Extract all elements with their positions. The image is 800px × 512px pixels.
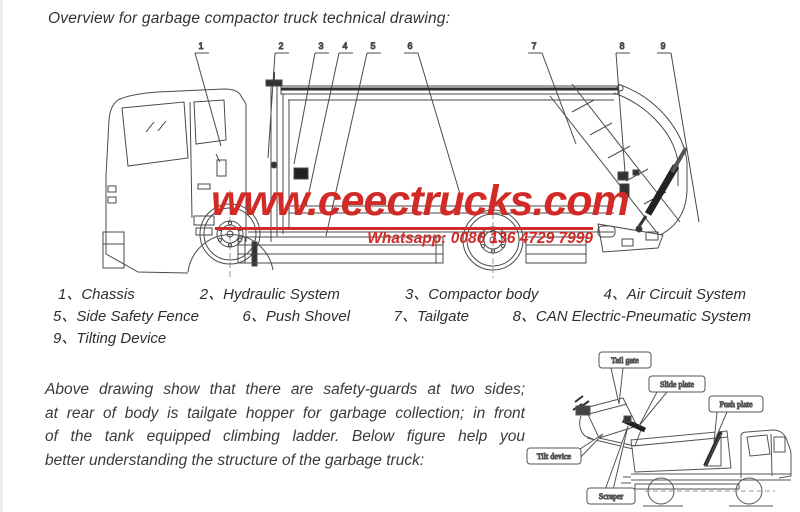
watermark-underline xyxy=(215,227,593,230)
callout-number: 3 xyxy=(318,41,323,51)
callout-number: 4 xyxy=(342,41,347,51)
label-text: Tail gate xyxy=(611,356,639,365)
watermark-website: www.ceectrucks.com xyxy=(211,177,630,225)
page-title: Overview for garbage compactor truck tec… xyxy=(48,10,451,27)
paragraph-line: at rear of body is tailgate hopper for g… xyxy=(45,404,525,422)
callout-7: 7 xyxy=(528,41,577,145)
legend-row-1: 1、Chassis 2、Hydraulic System 3、Compactor… xyxy=(58,283,746,304)
legend-item-push-shovel: 6、Push Shovel xyxy=(242,308,351,325)
callout-1: 1 xyxy=(194,41,222,147)
legend-item-hydraulic-system: 2、Hydraulic System xyxy=(199,286,340,303)
legend-item-can-system: 8、CAN Electric-Pneumatic System xyxy=(512,308,751,325)
can-electric-pneumatic-box xyxy=(617,169,640,198)
label-tilt-device: Tilt device xyxy=(526,433,604,465)
legend-item-compactor-body: 3、Compactor body xyxy=(404,286,539,303)
callout-number: 7 xyxy=(531,41,536,51)
callout-number: 9 xyxy=(660,41,665,51)
callout-4: 4 xyxy=(305,41,353,207)
label-scraper: Scraper xyxy=(586,425,636,505)
label-slide-plate: Slide plate xyxy=(638,375,706,427)
callout-9: 9 xyxy=(657,41,700,223)
legend-item-chassis: 1、Chassis xyxy=(58,286,135,303)
small-tilted-tailgate xyxy=(572,395,647,450)
legend-item-tailgate: 7、Tailgate xyxy=(393,308,469,325)
paragraph-line: Above drawing show that there are safety… xyxy=(45,381,525,398)
tilting-device xyxy=(635,146,688,233)
callout-number: 2 xyxy=(278,41,283,51)
label-text: Tilt device xyxy=(537,452,572,461)
front-wheel xyxy=(199,203,261,265)
callout-number: 8 xyxy=(619,41,624,51)
legend-item-tilting-device: 9、Tilting Device xyxy=(53,330,167,347)
small-truck xyxy=(621,429,792,507)
tailgate-structure-diagram: Tail gate Slide plate Push plate Tilt de… xyxy=(526,351,792,507)
legend-row-2: 5、Side Safety Fence 6、Push Shovel 7、Tail… xyxy=(53,305,751,326)
label-text: Push plate xyxy=(719,400,753,409)
watermark-whatsapp: Whatsapp: 0086 136 4729 7999 xyxy=(367,230,593,247)
callout-number: 1 xyxy=(198,41,203,51)
label-push-plate: Push plate xyxy=(708,395,764,443)
legend-item-air-circuit-system: 4、Air Circuit System xyxy=(603,286,746,303)
main-technical-drawing: 1 2 3 4 5 6 7 xyxy=(102,41,700,280)
callout-8: 8 xyxy=(615,41,630,173)
side-safety-fence xyxy=(237,231,614,264)
legend-item-side-safety-fence: 5、Side Safety Fence xyxy=(53,308,199,325)
label-text: Slide plate xyxy=(660,380,694,389)
callout-number: 6 xyxy=(407,41,412,51)
label-tail-gate: Tail gate xyxy=(598,351,652,405)
paragraph-line: of the tank equipped climbing ladder. Be… xyxy=(45,428,525,445)
callout-6: 6 xyxy=(404,41,461,195)
paragraph-line: better understanding the structure of th… xyxy=(45,451,425,469)
label-text: Scraper xyxy=(599,492,624,501)
description-paragraph: Above drawing show that there are safety… xyxy=(45,378,525,472)
truck-cab xyxy=(102,88,274,280)
compactor-body xyxy=(280,85,619,234)
legend-row-3: 9、Tilting Device xyxy=(53,327,166,348)
callout-number: 5 xyxy=(370,41,375,51)
callout-3: 3 xyxy=(293,41,329,165)
